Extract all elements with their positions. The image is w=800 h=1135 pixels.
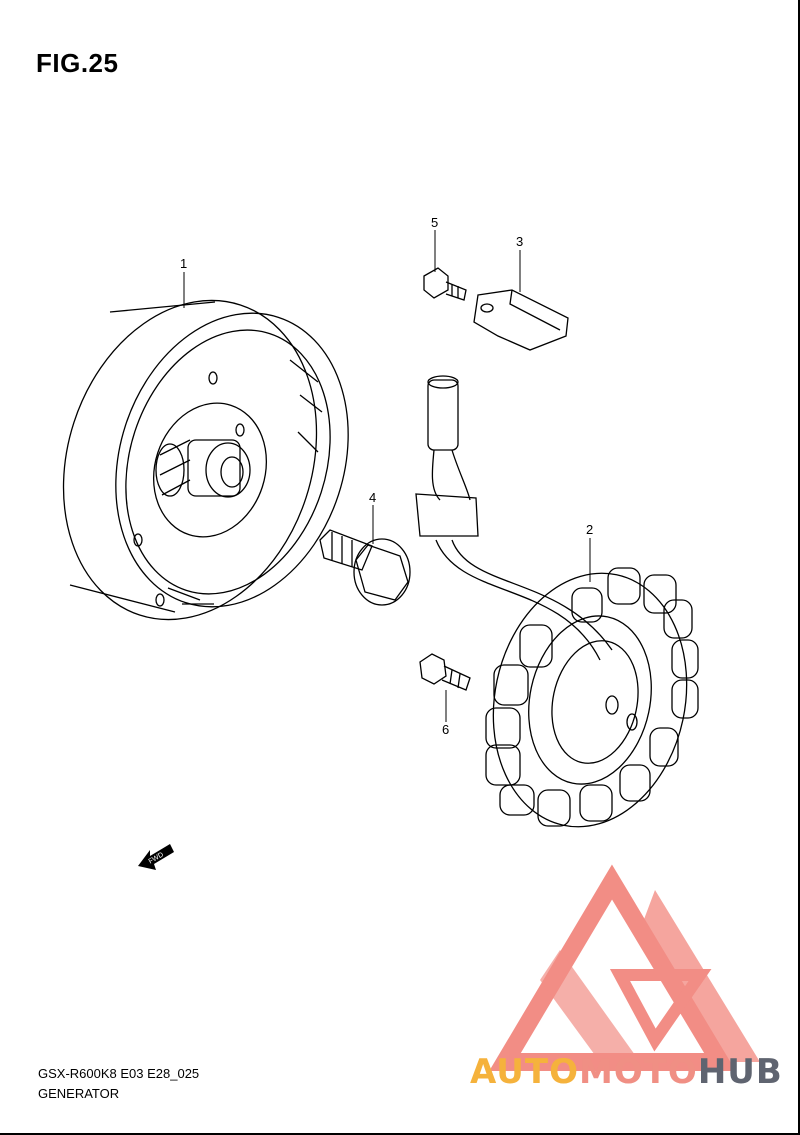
leader-lines (183, 230, 591, 722)
model-code: GSX-R600K8 E03 E28_025 (38, 1066, 200, 1081)
watermark-logo (489, 864, 760, 1071)
callout-1: 1 (180, 256, 187, 271)
callout-2: 2 (586, 522, 593, 537)
callout-6: 6 (442, 722, 449, 737)
callout-5: 5 (431, 215, 438, 230)
brand-hub: HUB (697, 1052, 783, 1092)
part-3-clamp (473, 289, 569, 351)
callout-4: 4 (369, 490, 376, 505)
watermark-brand: AUTOMOTOHUB (470, 1052, 783, 1092)
brand-moto: MOTO (578, 1052, 698, 1092)
part-2-stator (415, 375, 699, 828)
callout-numbers: 1 2 3 4 5 6 (180, 215, 593, 737)
figure-title: FIG.25 (36, 48, 119, 78)
fwd-label: FWD (148, 851, 165, 865)
fwd-arrow-icon: FWD (138, 844, 174, 870)
section-name: GENERATOR (38, 1086, 120, 1101)
part-1-rotor (62, 299, 349, 621)
callout-3: 3 (516, 234, 523, 249)
stator-coils (485, 567, 699, 827)
part-4-bolt (319, 529, 411, 606)
brand-auto: AUTO (470, 1052, 579, 1092)
part-5-bolt (423, 267, 467, 301)
part-6-bolt (419, 653, 471, 691)
